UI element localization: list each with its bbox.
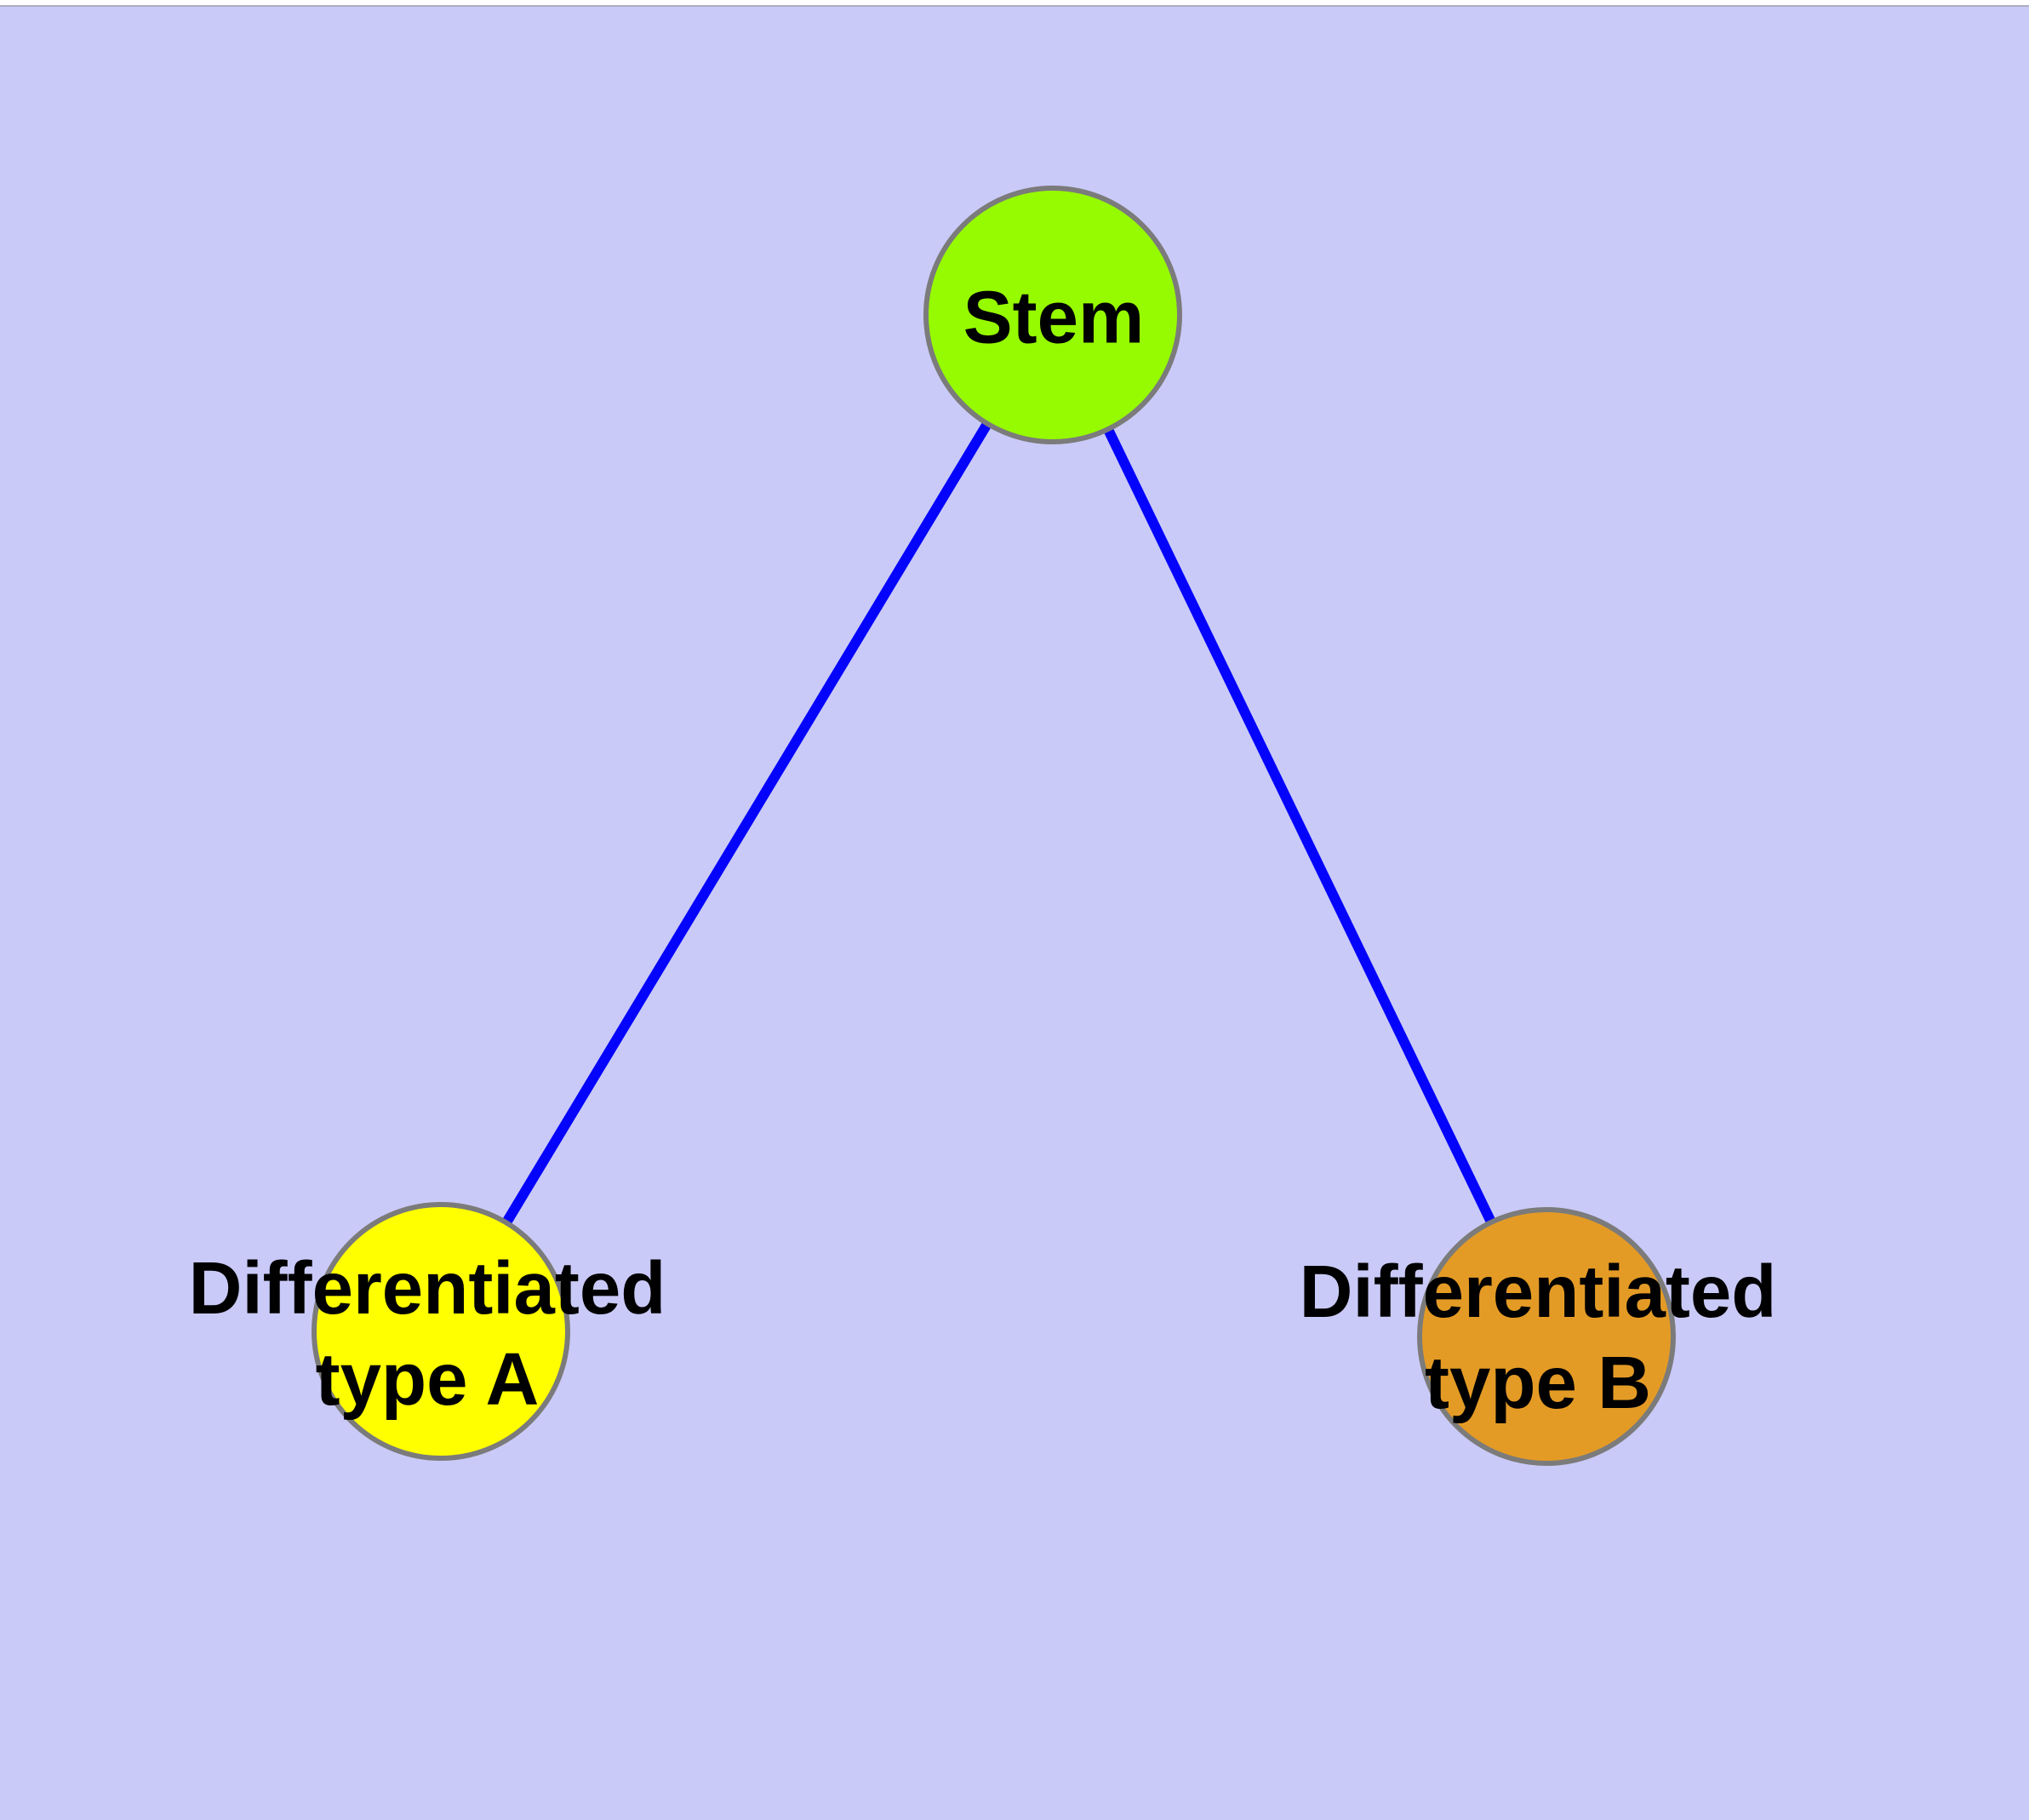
node-stem-circle [923, 186, 1182, 444]
top-margin-strip [0, 0, 2029, 7]
node-type-a-label: Differentiated type A [189, 1243, 666, 1425]
node-label-line: Differentiated [1299, 1251, 1777, 1333]
edge-stem-to-type-b [1048, 312, 1552, 1339]
node-label-line: type B [1425, 1342, 1651, 1424]
node-label-line: type A [315, 1338, 540, 1421]
node-type-b-label: Differentiated type B [1300, 1246, 1777, 1428]
node-type-b-circle [1417, 1207, 1676, 1466]
node-label-line: Stem [963, 276, 1145, 359]
node-type-a-circle [311, 1202, 570, 1461]
edge-stem-to-type-a [436, 312, 1058, 1335]
node-label-line: Differentiated [188, 1247, 666, 1330]
node-stem-label: Stem [963, 272, 1145, 363]
